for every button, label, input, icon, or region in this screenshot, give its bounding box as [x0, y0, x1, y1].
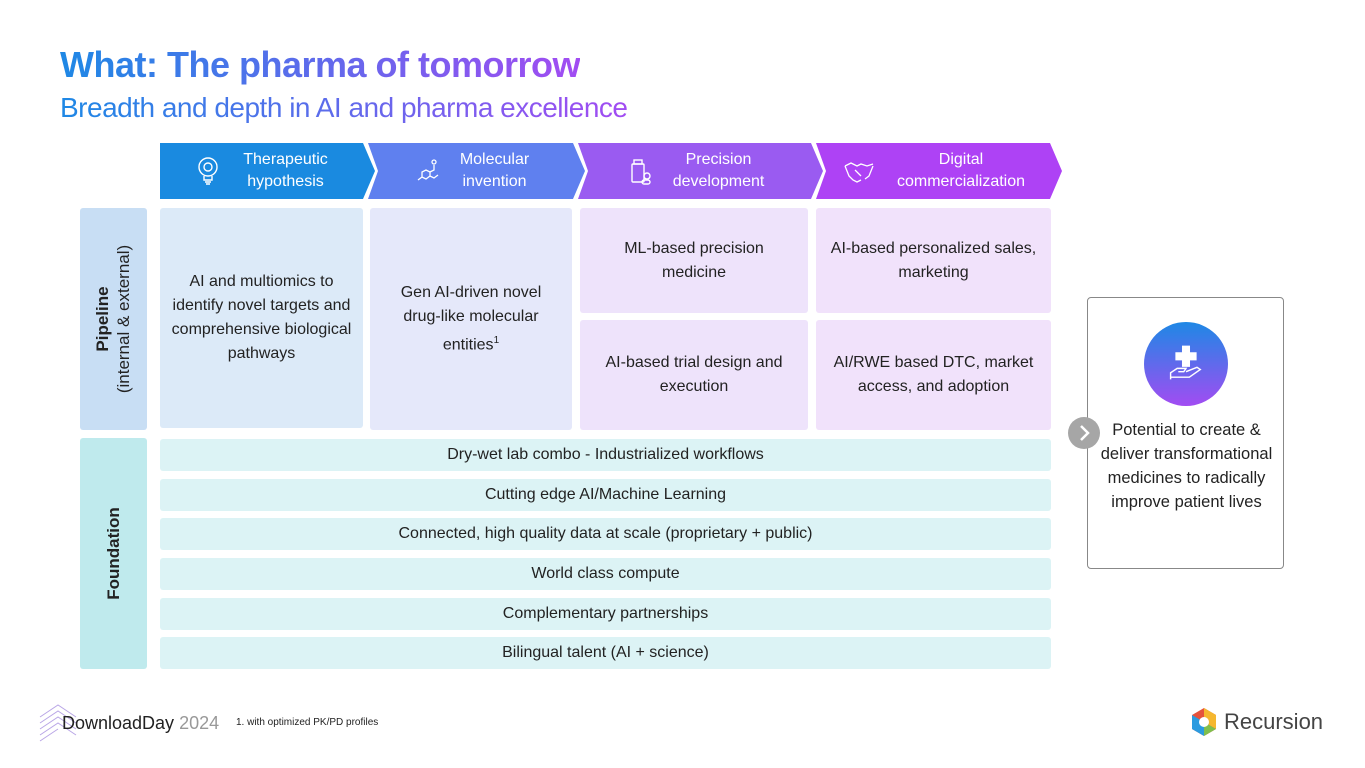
digital-box-2: AI/RWE based DTC, market access, and ado…	[816, 320, 1051, 430]
downloadday-logo: DownloadDay 2024	[38, 703, 219, 745]
pipeline-subtitle: (internal & external)	[114, 244, 134, 394]
molecular-pipeline-box: Gen AI-driven novel drug-like molecular …	[370, 208, 572, 430]
stage-precision-development: Precision development	[578, 143, 823, 199]
pipeline-label: Pipeline(internal & external)	[80, 208, 147, 430]
medicine-bottle-icon	[628, 156, 654, 186]
digital-box-1: AI-based personalized sales, marketing	[816, 208, 1051, 313]
stage-digital-commercialization: Digital commercialization	[816, 143, 1062, 199]
page-title: What: The pharma of tomorrow	[60, 44, 581, 85]
molecular-text: Gen AI-driven novel drug-like molecular …	[400, 283, 542, 354]
recursion-logo: Recursion	[1190, 707, 1323, 737]
foundation-label: Foundation	[80, 438, 147, 669]
footnote-ref: 1	[493, 334, 500, 346]
event-name: DownloadDay	[62, 713, 175, 733]
page-subtitle: Breadth and depth in AI and pharma excel…	[60, 92, 628, 123]
stage-therapeutic-hypothesis: Therapeutic hypothesis	[160, 143, 375, 199]
outcome-box: Potential to create & deliver transforma…	[1087, 297, 1284, 569]
footnote: 1. with optimized PK/PD profiles	[236, 717, 379, 728]
stage-label: Digital commercialization	[896, 151, 1026, 190]
molecule-icon	[414, 156, 440, 186]
stage-label: Precision development	[672, 151, 765, 190]
foundation-row: Complementary partnerships	[160, 598, 1051, 630]
stage-label: Therapeutic hypothesis	[243, 151, 328, 190]
pipeline-title: Pipeline	[93, 286, 113, 352]
chevron-right-icon	[1068, 417, 1100, 449]
therapeutic-pipeline-box: AI and multiomics to identify novel targ…	[160, 208, 363, 428]
foundation-row: World class compute	[160, 558, 1051, 590]
recursion-hexagon-icon	[1192, 708, 1216, 736]
outcome-text: Potential to create & deliver transforma…	[1100, 421, 1273, 511]
precision-box-2: AI-based trial design and execution	[580, 320, 808, 430]
event-year: 2024	[179, 713, 220, 733]
foundation-row: Bilingual talent (AI + science)	[160, 637, 1051, 669]
lightbulb-gear-icon	[195, 156, 221, 186]
stage-label: Molecular invention	[459, 151, 530, 190]
care-hand-icon	[1144, 322, 1228, 406]
stage-molecular-invention: Molecular invention	[368, 143, 585, 199]
brand-name: Recursion	[1224, 709, 1324, 734]
foundation-row: Cutting edge AI/Machine Learning	[160, 479, 1051, 511]
foundation-row: Connected, high quality data at scale (p…	[160, 518, 1051, 550]
handshake-icon	[842, 156, 876, 186]
precision-box-1: ML-based precision medicine	[580, 208, 808, 313]
foundation-row: Dry-wet lab combo - Industrialized workf…	[160, 439, 1051, 471]
foundation-title: Foundation	[104, 507, 123, 600]
